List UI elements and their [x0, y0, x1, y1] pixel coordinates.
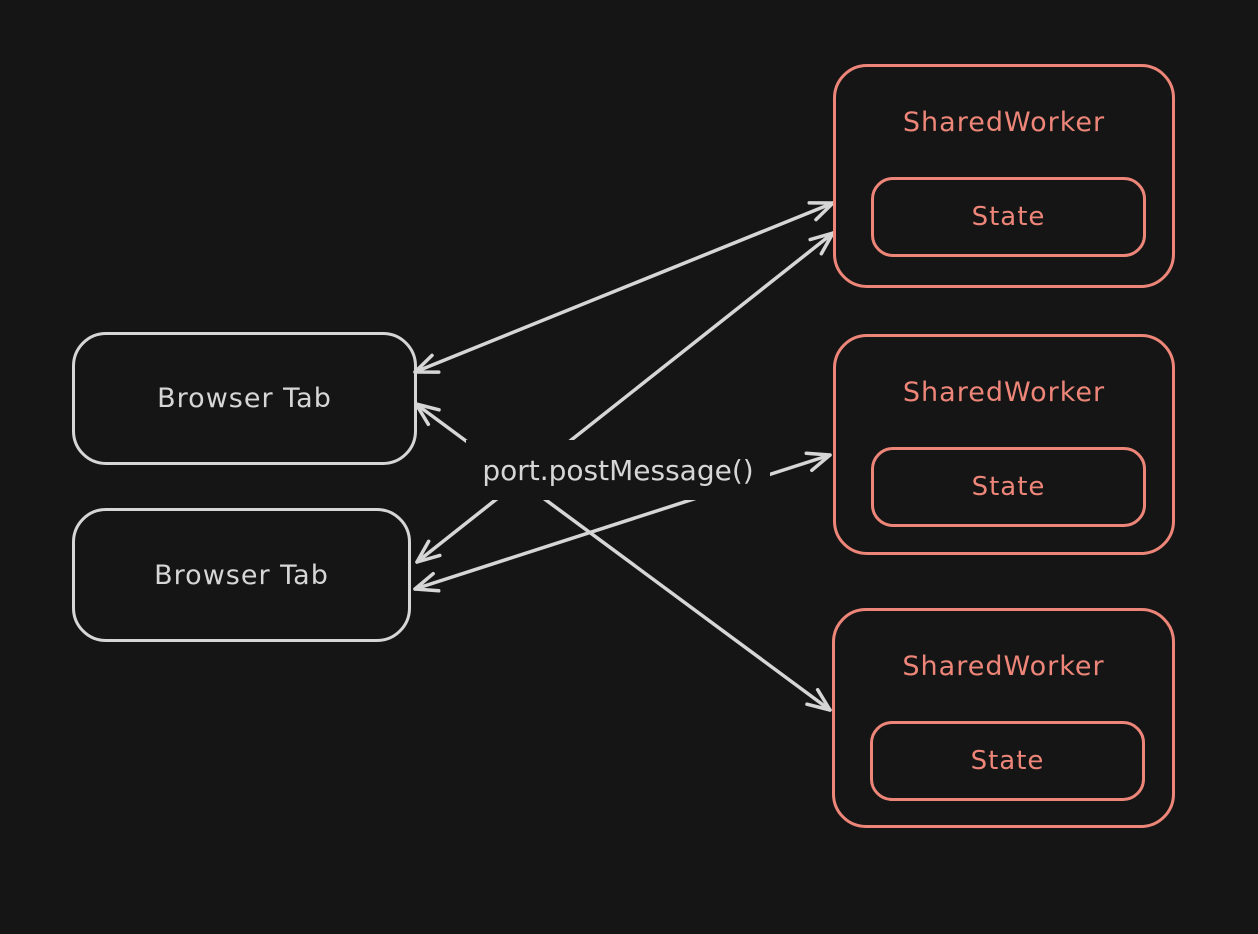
shared-worker-2-box: SharedWorker State [833, 334, 1175, 555]
shared-worker-1-title: SharedWorker [902, 107, 1106, 138]
shared-worker-1-state-box: State [871, 177, 1146, 257]
shared-worker-2-title: SharedWorker [902, 377, 1106, 408]
arrow-tab1-worker1 [413, 201, 835, 374]
shared-worker-3-title: SharedWorker [902, 651, 1105, 682]
browser-tab-2-label: Browser Tab [154, 559, 329, 591]
arrow-tab2-worker1 [415, 231, 835, 564]
shared-worker-1-state-label: State [971, 202, 1046, 232]
browser-tab-1-box: Browser Tab [72, 332, 417, 465]
browser-tab-1-label: Browser Tab [157, 383, 332, 414]
shared-worker-1-box: SharedWorker State [833, 64, 1175, 288]
shared-worker-3-state-label: State [970, 746, 1045, 776]
port-postmessage-label: port.postMessage() [466, 440, 770, 500]
browser-tab-2-box: Browser Tab [72, 508, 411, 642]
shared-worker-3-box: SharedWorker State [832, 608, 1175, 828]
shared-worker-2-state-box: State [871, 447, 1146, 527]
shared-worker-3-state-box: State [870, 721, 1145, 801]
shared-worker-2-state-label: State [971, 472, 1046, 502]
